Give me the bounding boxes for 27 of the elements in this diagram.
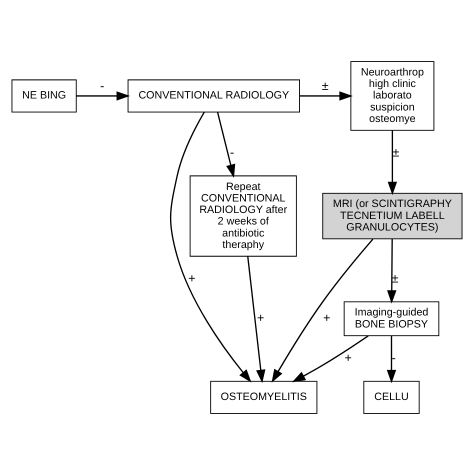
- edge-label: -: [392, 350, 396, 364]
- arrow: [216, 111, 236, 178]
- edge-label: ±: [392, 144, 400, 159]
- edge-label: +: [257, 310, 264, 325]
- arrow: [388, 130, 398, 195]
- node-box: Imaging-guided BONE BIOPSY: [344, 300, 440, 336]
- arrow: [387, 238, 396, 304]
- node-box: Neuroarthrop high clinic laborato suspicion osteomye: [350, 60, 434, 130]
- node-box: Repeat CONVENTIONAL RADIOLOGY after 2 weeks of antibiotic theraphy: [190, 174, 297, 256]
- node-box: OSTEOMYELITIS: [210, 380, 318, 414]
- node-box: MRI (or SCINTIGRAPHY TECNETIUM LABELL GRANULOCYTES): [322, 192, 462, 239]
- edge-label: -: [100, 78, 104, 92]
- edge-label: +: [188, 270, 196, 285]
- arrow: [247, 256, 266, 383]
- arrow: [76, 90, 130, 100]
- arrow: [386, 335, 396, 383]
- edge-label: +: [323, 310, 330, 325]
- arrow: [300, 90, 353, 100]
- arrow: [272, 238, 374, 382]
- node-box: CELLU: [363, 380, 420, 414]
- edge-label: -: [230, 144, 234, 159]
- arrow: [292, 334, 369, 382]
- edge-label: ±: [322, 78, 329, 92]
- node-box: CONVENTIONAL RADIOLOGY: [128, 78, 300, 112]
- edge-label: +: [344, 350, 352, 364]
- node-box: NE BING: [12, 78, 77, 112]
- arrow: [170, 111, 252, 382]
